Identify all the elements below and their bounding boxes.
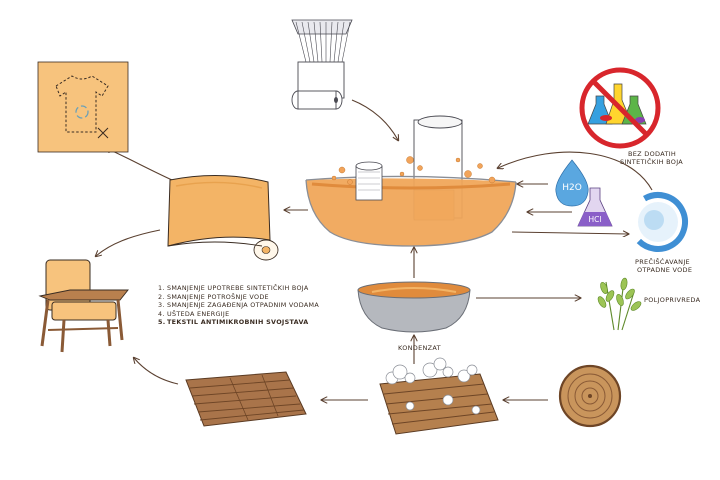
wheat-icon	[597, 277, 642, 331]
arrow-bath-to-treatment	[511, 232, 628, 234]
no-dyes-label-2: SINTETIČKIH BOJA	[620, 157, 683, 166]
flow-arrows	[96, 99, 653, 400]
water-treatment-label-1: PREČIŠĆAVANJE	[635, 257, 690, 266]
benefits-list: 1.SMANJENJE UPOTREBE SINTETIČKIH BOJA 2.…	[158, 284, 348, 327]
water-treatment-icon	[628, 192, 688, 252]
benefit-item: 5.TEKSTIL ANTIMIKROBNIH SVOJSTAVA	[158, 318, 348, 327]
benefit-text: SMANJENJE UPOTREBE SINTETIČKIH BOJA	[167, 284, 309, 292]
steamed-wood-icon	[379, 357, 499, 435]
benefit-number: 4.	[158, 309, 165, 318]
benefit-number: 3.	[158, 301, 165, 310]
arrow-yarn-to-bath	[351, 99, 398, 140]
benefit-text: TEKSTIL ANTIMIKROBNIH SVOJSTAVA	[167, 318, 309, 327]
arrow-fabric-to-tshirt	[106, 148, 173, 181]
benefit-number: 2.	[158, 292, 165, 301]
flask-icon: HCl	[577, 187, 613, 227]
benefit-number: 1.	[158, 284, 165, 292]
tshirt-pattern-icon	[37, 61, 129, 153]
arrow-planks-to-chair	[134, 358, 179, 385]
benefit-number: 5.	[158, 318, 166, 327]
armchair-icon	[38, 259, 129, 353]
condensate-bowl-icon	[357, 281, 471, 333]
benefit-text: UŠTEDA ENERGIJE	[167, 309, 230, 318]
benefit-item: 1.SMANJENJE UPOTREBE SINTETIČKIH BOJA	[158, 284, 348, 293]
no-chemicals-icon	[579, 67, 661, 149]
benefit-item: 3.SMANJENJE ZAGAĐENJA OTPADNIM VODAMA	[158, 301, 348, 310]
benefit-item: 4.UŠTEDA ENERGIJE	[158, 310, 348, 319]
h2o-label: H2O	[562, 183, 582, 193]
water-drop-icon: H2O	[555, 159, 589, 207]
arrow-fabric-to-chair	[96, 229, 161, 256]
arrow-water-to-bath	[498, 151, 653, 191]
hcl-label: HCl	[589, 215, 602, 224]
fabric-roll-icon	[167, 175, 279, 261]
benefit-text: SMANJENJE ZAGAĐENJA OTPADNIM VODAMA	[167, 301, 320, 310]
dye-bath-icon	[305, 115, 517, 247]
benefit-text: SMANJENJE POTROŠNJE VODE	[167, 292, 269, 301]
yarn-spool-icon	[291, 19, 353, 110]
benefit-item: 2.SMANJENJE POTROŠNJE VODE	[158, 293, 348, 302]
no-dyes-label-1: BEZ DODATIH	[628, 150, 676, 158]
agriculture-label: POLJOPRIVREDA	[644, 296, 701, 304]
log-slice-icon	[558, 364, 622, 428]
wood-planks-icon	[185, 371, 307, 427]
condensate-label: KONDENZAT	[398, 344, 441, 352]
water-treatment-label-2: OTPADNE VODE	[637, 266, 692, 274]
